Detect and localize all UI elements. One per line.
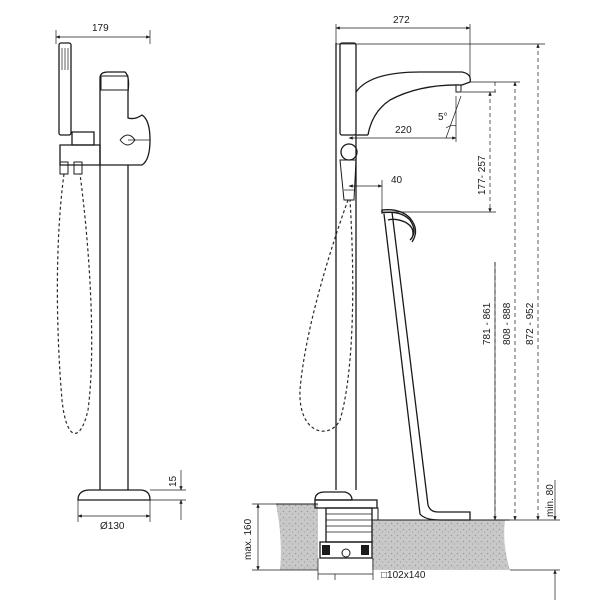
dim-label-220: 220 xyxy=(395,125,412,136)
left-hose-connector xyxy=(59,144,101,175)
dimension-diameter: Ø130 xyxy=(77,500,151,532)
dimension-781-861: 781 - 861 xyxy=(470,81,520,521)
dim-label-max-160: max. 160 xyxy=(243,518,254,560)
left-shower-holder xyxy=(71,131,95,146)
dim-label-272: 272 xyxy=(393,15,410,26)
left-column xyxy=(99,165,129,490)
dim-label-box-size: □102x140 xyxy=(381,570,426,581)
dimension-40: 40 xyxy=(348,175,403,210)
dimension-179: 179 xyxy=(55,23,151,44)
mounting-box xyxy=(317,541,374,580)
dim-label-781-861: 781 - 861 xyxy=(482,302,493,345)
dim-label-40: 40 xyxy=(391,175,403,186)
dim-label-min-80: min. 80 xyxy=(545,484,556,517)
dim-label-872-952: 872 - 952 xyxy=(525,302,536,345)
dimension-min-80: min. 80 xyxy=(470,480,560,600)
right-column xyxy=(335,43,368,490)
dimension-max-160: max. 160 xyxy=(243,503,318,571)
dimension-220: 220 xyxy=(348,95,462,142)
dim-label-angle: 5° xyxy=(438,112,448,123)
dimension-15: 15 xyxy=(150,470,186,520)
left-base xyxy=(77,489,151,501)
floor-hatch xyxy=(276,503,510,570)
left-view: 179 xyxy=(55,23,186,532)
dimension-808-888: 808 - 888 xyxy=(502,81,517,521)
left-mixer-body xyxy=(99,71,151,166)
right-view: 272 220 xyxy=(243,15,560,600)
bathtub-wall xyxy=(381,209,471,521)
left-hose xyxy=(56,173,93,434)
dimension-angle: 5° xyxy=(438,112,457,129)
right-base xyxy=(314,491,379,543)
dimension-872-952: 872 - 952 xyxy=(336,43,545,521)
left-hand-shower xyxy=(58,42,72,136)
dim-label-15: 15 xyxy=(168,475,179,487)
dim-label-diameter: Ø130 xyxy=(100,521,125,532)
right-diverter xyxy=(339,143,358,201)
dim-label-177-257: 177- 257 xyxy=(477,155,488,195)
dim-label-179: 179 xyxy=(92,23,109,34)
dimension-177-257: 177- 257 xyxy=(382,91,496,213)
dim-label-808-888: 808 - 888 xyxy=(502,302,513,345)
right-hose xyxy=(299,199,354,432)
right-hand-shower xyxy=(339,42,357,136)
